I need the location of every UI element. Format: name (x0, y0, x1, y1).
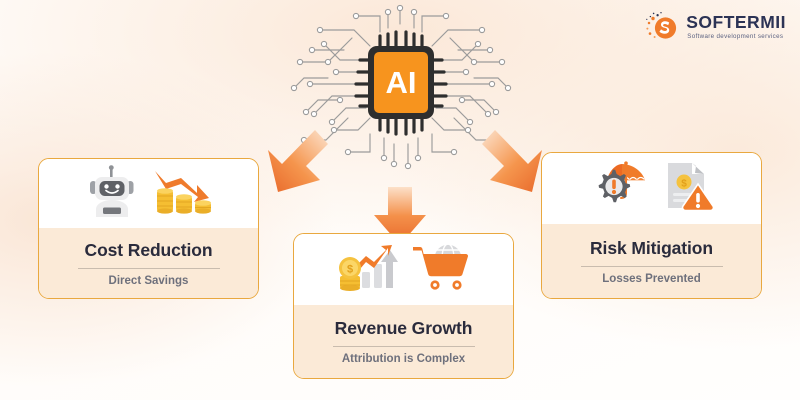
declining-coin-stacks-icon (153, 165, 213, 222)
softermii-logo: SOFTERMII Software development services (645, 10, 786, 44)
svg-text:$: $ (681, 179, 687, 190)
document-warning-icon: $ (662, 160, 714, 217)
svg-text:$: $ (346, 264, 352, 276)
logo-wordmark: SOFTERMII (686, 11, 786, 32)
coins-growth-chart-icon: $ (338, 242, 398, 297)
card-title: Revenue Growth (334, 318, 473, 338)
logo-tagline: Software development services (687, 33, 784, 41)
card-risk-mitigation[interactable]: $ Risk Mitigation Losses Prevented (541, 152, 762, 299)
card-subtitle: Attribution is Complex (341, 353, 466, 365)
card-title: Risk Mitigation (590, 237, 713, 258)
title-divider (580, 265, 723, 267)
card-cost-reduction[interactable]: Cost Reduction Direct Savings (38, 158, 259, 299)
card-title: Cost Reduction (84, 239, 213, 260)
card-risk-mitigation-body: Risk Mitigation Losses Prevented (542, 224, 761, 298)
card-risk-mitigation-icons: $ (542, 153, 761, 224)
gear-alert-umbrella-icon (590, 160, 648, 217)
card-subtitle: Losses Prevented (602, 272, 701, 285)
card-cost-reduction-body: Cost Reduction Direct Savings (39, 228, 258, 298)
arrow-down-icon (372, 185, 428, 247)
card-revenue-growth-icons: $ (294, 234, 513, 305)
global-shopping-cart-icon (412, 242, 470, 297)
arrow-down-left-icon (258, 128, 330, 198)
card-subtitle: Direct Savings (108, 274, 189, 287)
title-divider (332, 346, 475, 347)
title-divider (77, 267, 220, 269)
arrow-down-right-icon (480, 128, 552, 198)
card-revenue-growth-body: Revenue Growth Attribution is Complex (294, 305, 513, 378)
card-revenue-growth[interactable]: $ (293, 233, 514, 379)
ai-chip-circuit-graphic: AI (270, 0, 532, 174)
ai-chip-label: AI (386, 65, 417, 100)
softermii-s-logo-icon (645, 10, 679, 44)
card-cost-reduction-icons (39, 159, 258, 228)
robot-icon (85, 165, 139, 222)
